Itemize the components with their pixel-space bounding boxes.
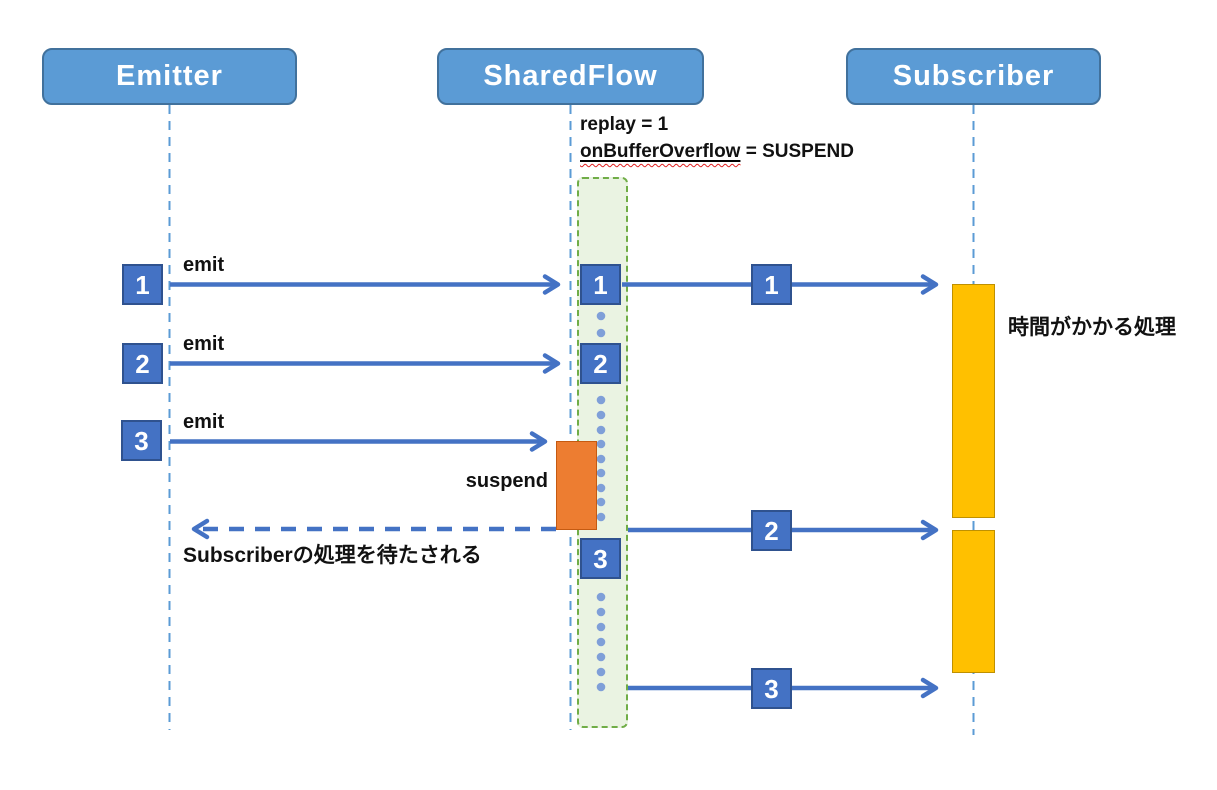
buffer-item-3: 3 xyxy=(580,538,621,579)
suspend-activation-bar xyxy=(556,441,597,530)
emit-label-2: emit xyxy=(183,333,225,355)
emitted-value-2: 2 xyxy=(122,343,163,384)
long-process-note: 時間がかかる処理 xyxy=(1008,316,1176,339)
config-overflow-key: onBufferOverflow xyxy=(580,141,741,162)
delivered-value-3: 3 xyxy=(751,668,792,709)
config-replay: replay = 1 xyxy=(580,114,669,135)
wait-note: Subscriberの処理を待たされる xyxy=(183,544,482,567)
delivered-value-1: 1 xyxy=(751,264,792,305)
emitted-value-3: 3 xyxy=(121,420,162,461)
actor-sharedflow: SharedFlow xyxy=(437,48,704,105)
subscriber-activation-2 xyxy=(952,530,995,673)
actor-subscriber: Subscriber xyxy=(846,48,1101,105)
suspend-label: suspend xyxy=(465,470,548,492)
emit-label-3: emit xyxy=(183,411,225,433)
config-overflow-value: = SUSPEND xyxy=(740,141,854,162)
actor-emitter: Emitter xyxy=(42,48,297,105)
delivered-value-2: 2 xyxy=(751,510,792,551)
buffer-item-1: 1 xyxy=(580,264,621,305)
spellcheck-squiggle: onBufferOverflow xyxy=(580,141,740,162)
emit-label-1: emit xyxy=(183,254,225,276)
subscriber-activation-1 xyxy=(952,284,995,518)
config-overflow: onBufferOverflow = SUSPEND xyxy=(580,141,854,163)
emitted-value-1: 1 xyxy=(122,264,163,305)
buffer-item-2: 2 xyxy=(580,343,621,384)
